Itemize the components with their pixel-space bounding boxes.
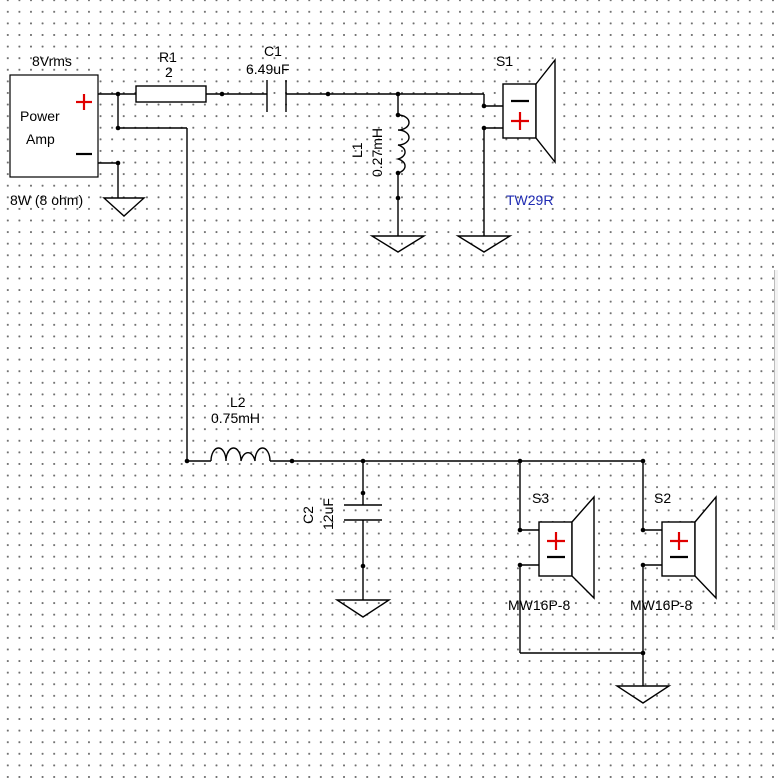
r1-ref-label: R1 bbox=[159, 49, 177, 65]
amp-name-line1: Power bbox=[20, 108, 60, 124]
ground-symbol-amp bbox=[102, 197, 146, 217]
l1-value-label: 0.27mH bbox=[369, 128, 385, 177]
l1-ref-label: L1 bbox=[349, 142, 365, 158]
c2-capacitor[interactable] bbox=[344, 504, 382, 521]
scrollbar-edge[interactable] bbox=[774, 270, 778, 630]
c1-value-label: 6.49uF bbox=[246, 61, 290, 77]
ground-symbol-s1 bbox=[455, 235, 513, 253]
s3-model-label: MW16P-8 bbox=[508, 597, 570, 613]
speaker-s2[interactable] bbox=[661, 495, 717, 600]
amp-voltage-label: 8Vrms bbox=[32, 53, 72, 69]
c1-capacitor[interactable] bbox=[266, 80, 287, 112]
speaker-s1[interactable] bbox=[502, 57, 556, 165]
ground-symbol-l1 bbox=[369, 235, 427, 253]
s3-ref-label: S3 bbox=[532, 490, 549, 506]
l2-inductor[interactable] bbox=[210, 447, 271, 462]
s1-model-label: TW29R bbox=[506, 192, 553, 208]
amp-name-line2: Amp bbox=[26, 131, 55, 147]
l2-value-label: 0.75mH bbox=[211, 410, 260, 426]
l2-ref-label: L2 bbox=[230, 394, 246, 410]
c2-value-label: 12uF bbox=[320, 498, 336, 530]
s1-ref-label: S1 bbox=[496, 53, 513, 69]
l1-inductor[interactable] bbox=[395, 114, 410, 174]
speaker-s3[interactable] bbox=[538, 495, 595, 600]
ground-symbol-c2 bbox=[334, 599, 392, 618]
ground-symbol-woofers bbox=[614, 685, 672, 704]
c2-ref-label: C2 bbox=[300, 506, 316, 524]
s2-ref-label: S2 bbox=[654, 490, 671, 506]
wires-tweeter-branch bbox=[98, 93, 503, 236]
r1-value-label: 2 bbox=[165, 64, 173, 80]
power-amp[interactable] bbox=[9, 74, 99, 178]
junction-nodes bbox=[115, 91, 646, 656]
amp-rating-label: 8W (8 ohm) bbox=[10, 192, 83, 208]
r1-resistor[interactable] bbox=[135, 85, 207, 103]
s2-model-label: MW16P-8 bbox=[630, 597, 692, 613]
wires-woofer-branch bbox=[186, 128, 662, 686]
c1-ref-label: C1 bbox=[264, 43, 282, 59]
